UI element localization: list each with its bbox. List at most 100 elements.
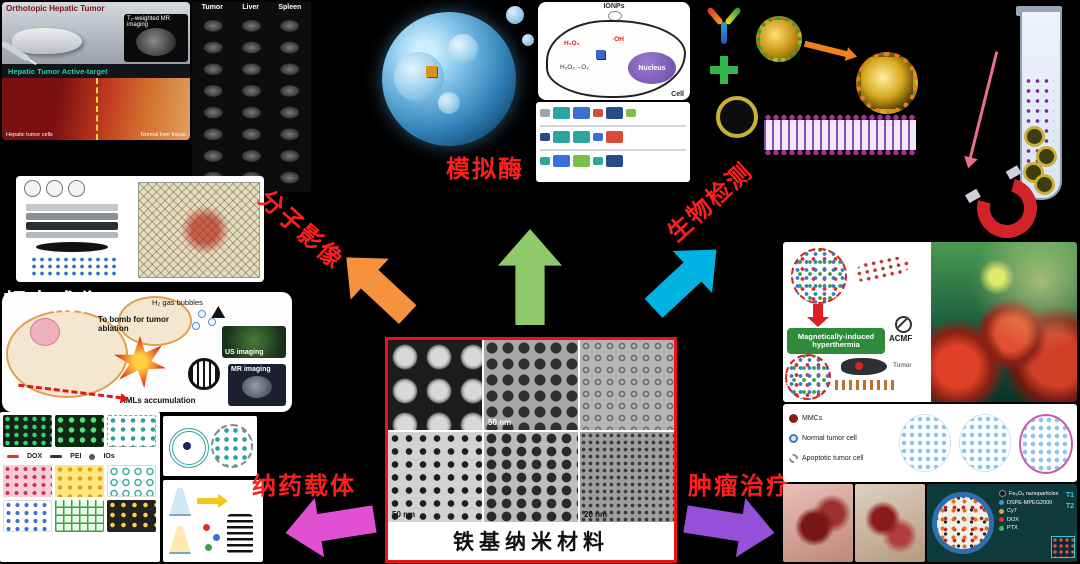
dox-label: DOX xyxy=(27,453,43,460)
bubble-icon xyxy=(208,318,216,326)
suspension-schematic xyxy=(1019,414,1073,474)
hepatic-title: Orthotopic Hepatic Tumor xyxy=(6,4,105,13)
h2o2-label: H₂O₂ xyxy=(564,40,580,47)
fluorescence-tile xyxy=(3,465,52,497)
down-arrow-icon xyxy=(807,304,829,327)
fe3o4-icon xyxy=(999,490,1006,497)
ultrasound-therapy-panel: To bomb for tumor ablation H₂ gas bubble… xyxy=(2,292,292,412)
tem-image-fine-dots: 20 nm xyxy=(580,432,674,522)
tem-image-spheres xyxy=(388,340,482,430)
liposome-panel: Fe₃O₄ nanoparticles DSPE-MPEG2000 Cy7 DO… xyxy=(927,484,1077,562)
legend-item: Cy7 xyxy=(999,508,1058,514)
tumor-tissue-micrograph xyxy=(138,182,260,278)
dox-swatch xyxy=(7,455,19,458)
arrow-shape xyxy=(498,229,562,325)
hyperthermia-title: Magnetically-induced hyperthermia xyxy=(787,328,885,354)
vesicle-panel xyxy=(366,0,536,158)
lipid-bilayer xyxy=(764,114,916,156)
ptx-label: PTX xyxy=(1007,525,1018,531)
legend-item: MMCs xyxy=(789,414,822,423)
mmcs-label: MMCs xyxy=(802,415,823,422)
pathway-node xyxy=(606,131,623,143)
vesicle-satellite xyxy=(506,6,524,24)
pathway-row xyxy=(540,155,686,167)
mmcs-icon xyxy=(789,414,798,423)
legend-item: DSPE-MPEG2000 xyxy=(999,500,1058,506)
nanoparticle-dots xyxy=(30,256,116,276)
drug-carrier-panel-c xyxy=(163,480,263,562)
hepatic-illustration: Orthotopic Hepatic Tumor T₂-weighted MR … xyxy=(2,2,190,64)
pathway-node xyxy=(626,109,636,117)
gas-bubbles-label: H₂ gas bubbles xyxy=(152,298,203,307)
ios-label: IOs xyxy=(103,453,115,460)
cell-nucleus xyxy=(30,318,60,346)
mnc-cluster xyxy=(791,248,847,304)
mr-scan-image xyxy=(136,28,176,56)
pathway-node xyxy=(593,109,603,117)
active-target-banner: Hepatic Tumor Active-target xyxy=(2,64,190,78)
hyperthermia-schematic: Magnetically-induced hyperthermia ACMF T… xyxy=(783,242,931,402)
tumor-label: Tumor xyxy=(893,362,912,369)
pathway-node xyxy=(593,157,603,165)
tem-tile xyxy=(55,415,104,447)
cy7-label: Cy7 xyxy=(1007,508,1017,514)
mri-col-tumor: Tumor xyxy=(201,4,223,11)
nanocube-icon xyxy=(426,66,437,77)
mouse-illustration xyxy=(853,252,913,286)
apoptotic-cell-label: Apoptotic tumor cell xyxy=(802,455,864,462)
plus-icon xyxy=(710,56,738,84)
pathway-row xyxy=(540,131,686,143)
ptx-icon xyxy=(999,525,1004,531)
pei-swatch xyxy=(50,455,63,458)
vesicle-satellite xyxy=(522,34,534,46)
drug-carrier-panel-a: DOX PEI IOs xyxy=(0,412,160,562)
tem-tile xyxy=(3,415,52,447)
legend-item: Normal tumor cell xyxy=(789,434,857,443)
us-imaging-label: US imaging xyxy=(225,349,264,356)
apoptotic-cell-icon xyxy=(789,454,798,463)
induction-coil-icon xyxy=(835,380,897,390)
drug-dot xyxy=(203,524,210,531)
enzyme-pathway-chart xyxy=(536,102,690,182)
pathway-node xyxy=(553,155,570,167)
carrier-legend: DOX PEI IOs xyxy=(3,450,157,463)
pathway-row xyxy=(540,107,686,119)
dox-icon xyxy=(999,517,1004,522)
mimic-enzyme-label: 模拟酶 xyxy=(446,156,524,183)
legend-item: Apoptotic tumor cell xyxy=(789,454,863,463)
normal-cell-label: Normal tumor cell xyxy=(802,435,857,442)
cell-illustration xyxy=(6,310,128,398)
microbubble-icon xyxy=(68,180,85,197)
mr-coil-icon xyxy=(188,358,220,390)
acmf-label: ACMF xyxy=(889,334,913,343)
mouse-illustration xyxy=(12,28,82,54)
particle-tile xyxy=(107,500,156,532)
mri-col-spleen: Spleen xyxy=(278,4,302,11)
carrier-tile-row xyxy=(3,500,157,532)
pathway-node xyxy=(606,107,623,119)
pathway-node xyxy=(553,131,570,143)
carrier-tile-row xyxy=(3,465,157,497)
arrow-bio-detection xyxy=(644,249,717,318)
ionps-label: IONPs xyxy=(603,3,625,10)
pathway-node xyxy=(573,155,590,167)
functionalized-nanoparticle xyxy=(756,16,802,62)
therapy-results-panel: Fe₃O₄ nanoparticles DSPE-MPEG2000 Cy7 DO… xyxy=(783,484,1077,562)
pathway-divider xyxy=(540,149,686,151)
bubble-icon xyxy=(192,322,200,330)
center-title: 铁基纳米材料 xyxy=(388,522,674,560)
nucleus-label: Nucleus xyxy=(628,52,676,84)
tem-image-rings xyxy=(580,340,674,430)
pei-label: PEI xyxy=(70,453,82,460)
dspe-icon xyxy=(999,500,1004,505)
flask-icon xyxy=(169,488,191,516)
ios-swatch xyxy=(89,453,96,460)
suspension-schematic xyxy=(959,414,1011,472)
conjugation-arrow-icon xyxy=(803,40,849,58)
magnetic-separation-tube xyxy=(1014,6,1066,204)
microbubble-icon xyxy=(46,180,63,197)
micelle-schematic-tile xyxy=(107,415,156,447)
arrow-molecular-imaging xyxy=(346,257,417,325)
normal-cell-icon xyxy=(789,434,798,443)
scale-bar-label: 50 nm xyxy=(488,418,512,427)
